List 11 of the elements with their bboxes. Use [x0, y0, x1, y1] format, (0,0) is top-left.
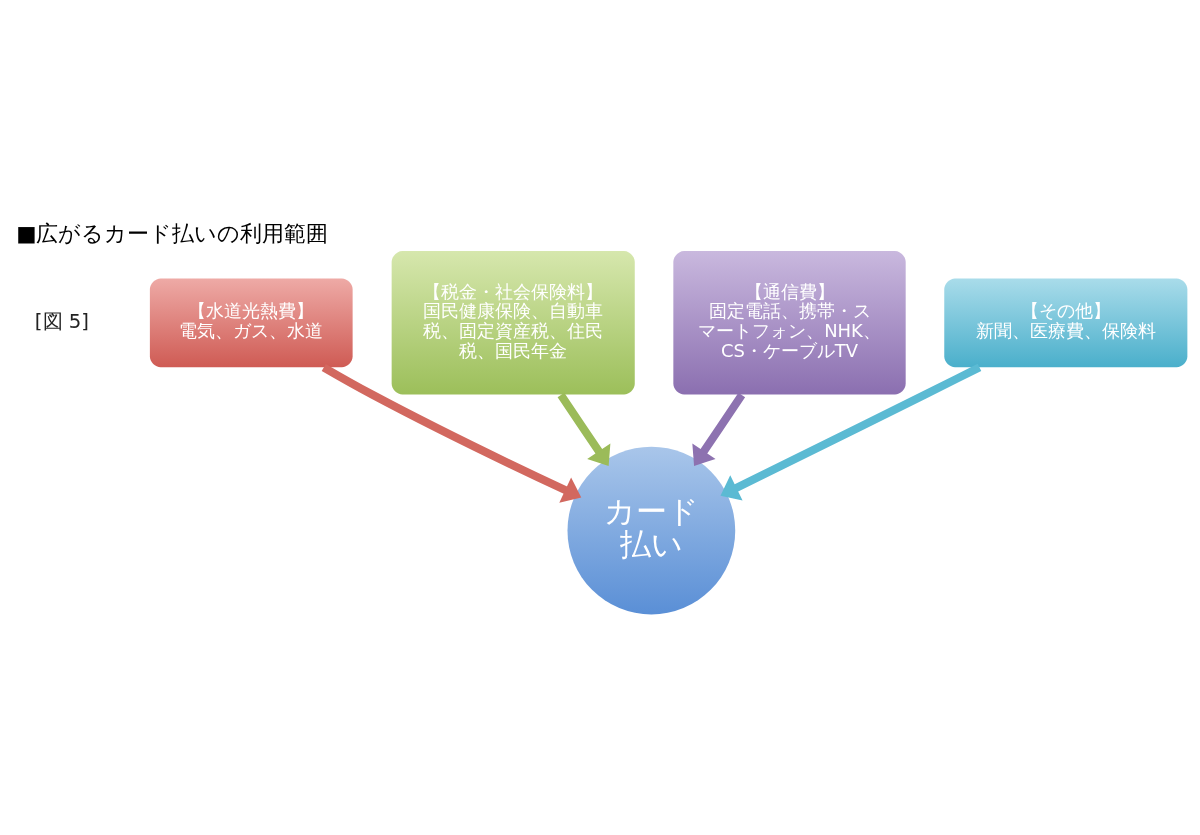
node-box: 【水道光熱費】 電気、ガス、水道: [149, 278, 353, 368]
arrow: [321, 363, 582, 503]
node-box: 【通信費】 固定電話、携帯・スマートフォン、NHK、CS・ケーブルTV: [673, 251, 906, 395]
arrow: [692, 392, 746, 466]
diagram-title: ■広がるカード払いの利用範囲: [16, 221, 329, 247]
arrow: [720, 363, 982, 501]
node-box: 【税金・社会保険料】 国民健康保険、自動車税、固定資産税、住民税、国民年金: [391, 251, 635, 395]
label: [図 5]: [34, 309, 90, 333]
node-box: 【その他】 新聞、医療費、保険料: [944, 278, 1188, 368]
node-circle: カード払い: [567, 446, 736, 615]
arrow: [557, 392, 611, 466]
